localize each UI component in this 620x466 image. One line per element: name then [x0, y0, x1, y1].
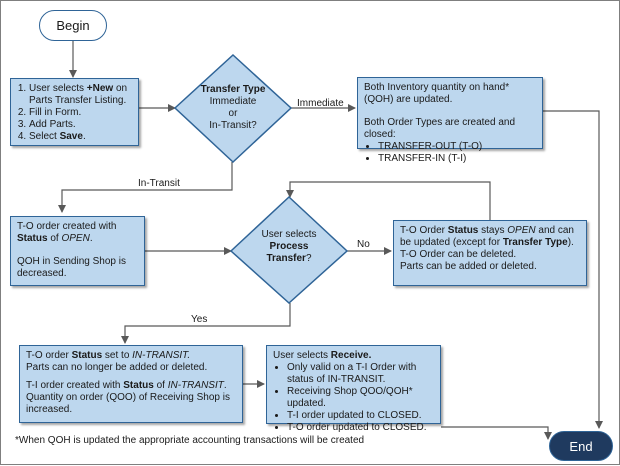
step-1: User selects +New on Parts Transfer List… — [29, 83, 132, 107]
decision-transfer-title: Transfer Type — [200, 84, 266, 95]
decision-process-shape — [229, 195, 349, 305]
begin-terminal: Begin — [39, 10, 107, 41]
receive-box: User selects Receive. Only valid on a T-… — [266, 345, 441, 433]
arrow-receive-to-end — [441, 426, 552, 440]
arrow-immediate-to-end — [543, 110, 603, 429]
arrow-loop-back — [286, 181, 491, 220]
accounting-footnote: *When QOH is updated the appropriate acc… — [15, 435, 365, 446]
step-4: Select Save. — [29, 131, 132, 143]
intransit-box: T-O order Status set to IN-TRANSIT. Part… — [19, 345, 243, 423]
label-immediate: Immediate — [297, 98, 344, 109]
to-open-box: T-O order created with Status of OPEN. Q… — [10, 216, 145, 286]
end-terminal: End — [549, 431, 613, 461]
end-label: End — [569, 438, 593, 454]
decision-transfer-text: Transfer Type Immediate or In-Transit? — [200, 84, 266, 131]
arrow-yes — [121, 303, 291, 344]
step-2: Fill in Form. — [29, 107, 132, 119]
begin-label: Begin — [56, 18, 90, 33]
label-yes: Yes — [191, 314, 208, 325]
step-3: Add Parts. — [29, 119, 132, 131]
arrow-intransit — [58, 162, 233, 213]
open-status-box: T-O Order Status stays OPEN and can be u… — [393, 220, 587, 286]
immediate-box: Both Inventory quantity on hand* (QOH) a… — [357, 77, 543, 164]
label-intransit: In-Transit — [138, 178, 180, 189]
start-steps-box: User selects +New on Parts Transfer List… — [10, 78, 139, 146]
label-no: No — [357, 239, 370, 250]
decision-process-text: User selects Process Transfer? — [261, 229, 317, 264]
decision-transfer-shape — [173, 53, 293, 164]
